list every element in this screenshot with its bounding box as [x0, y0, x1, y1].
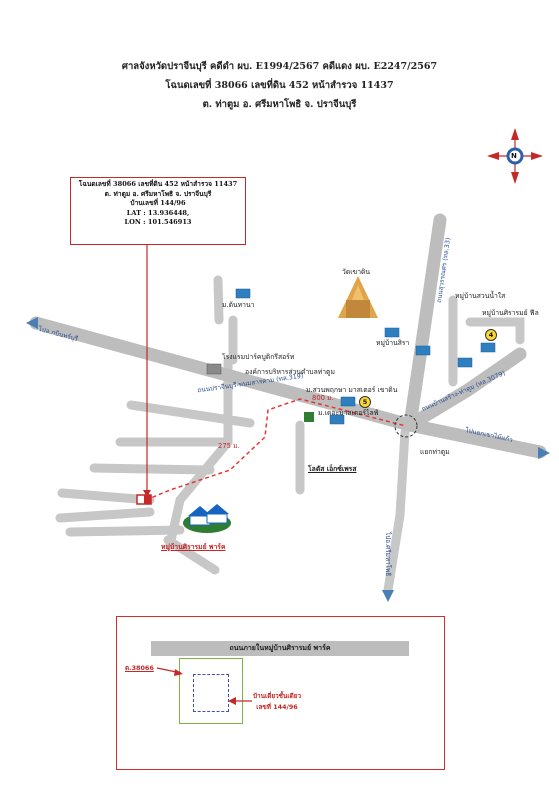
info-line-2: ต. ท่าตูม อ. ศรีมหาโพธิ จ. ปราจีนบุรี	[104, 189, 212, 198]
inset-house-outline	[193, 674, 229, 712]
header-line-1: ศาลจังหวัดปราจีนบุรี คดีดำ ผบ. E1994/256…	[121, 61, 438, 72]
label-hotel: โรงแรมปาร์คบูติกรีสอร์ท	[222, 353, 295, 361]
badge-5: 5	[359, 396, 371, 408]
inset-arrows	[156, 667, 252, 705]
location-info-box: โฉนดเลขที่ 38066 เลขที่ดิน 452 หน้าสำรวจ…	[70, 177, 246, 245]
info-line-1: โฉนดเลขที่ 38066 เลขที่ดิน 452 หน้าสำรวจ…	[78, 180, 238, 188]
label-lotus: โลตัส เอ็กซ์เพรส	[308, 465, 357, 473]
road-label-to-si-maha-phot: ไปอ.ศรีมหาโพธิ	[384, 532, 392, 577]
distance-800: 800 ม.	[312, 394, 334, 402]
village-icon	[183, 504, 231, 533]
inset-house-label: บ้านเดี่ยวชั้นเดียว เลขที่ 144/96	[253, 691, 301, 713]
minor-roads	[55, 275, 525, 595]
lotus-icon	[304, 412, 314, 422]
inset-detail-box: ถนนภายในหมู่บ้านศิรารมย์ พาร์ค ต.38066 บ…	[116, 616, 445, 770]
direction-arrows	[26, 317, 550, 602]
label-wat: วัดเขาดิน	[342, 268, 371, 276]
info-lat: LAT : 13.936448,	[126, 208, 190, 217]
label-suan-phruksa: ม.สวนพฤกษา มาสเตอร์ เขาดิน	[306, 386, 398, 394]
label-sirarom-feel: หมู่บ้านศิรารมย์ ฟีล	[482, 309, 539, 317]
inset-house-line-1: บ้านเดี่ยวชั้นเดียว	[253, 692, 302, 700]
info-lon: LON : 101.546913	[124, 218, 192, 227]
pointer-arrowhead	[143, 490, 151, 497]
inset-deed-label: ต.38066	[125, 664, 154, 672]
junction-circle	[394, 414, 418, 438]
distance-275: 275 ม.	[218, 442, 240, 450]
inset-house-line-2: เลขที่ 144/96	[256, 703, 298, 711]
inset-road-label: ถนนภายในหมู่บ้านศิรารมย์ พาร์ค	[229, 644, 331, 652]
label-subject-village: หมู่บ้านศิรารมย์ พาร์ค	[161, 543, 226, 551]
route-line	[145, 398, 407, 501]
label-mu-ban-sira: หมู่บ้านสิรา	[376, 339, 410, 347]
compass-letter: N	[511, 152, 517, 160]
info-line-3: บ้านเลขที่ 144/96	[130, 199, 186, 208]
inset-parcel	[179, 658, 243, 724]
label-suan-nam-sai: หมู่บ้านสวนน้ำใส	[455, 292, 506, 300]
temple-icon	[338, 276, 378, 318]
label-mu-khun-thana: ม.ต้นทานา	[222, 301, 255, 309]
compass-rose	[487, 128, 543, 184]
header-line-3: ต. ท่าตูม อ. ศรีมหาโพธิ จ. ปราจีนบุรี	[202, 99, 357, 110]
house-icons	[206, 288, 496, 425]
main-highway	[29, 213, 547, 459]
label-obt: องค์การบริหารส่วนตำบลท่าตูม	[245, 368, 335, 376]
badge-4: 4	[485, 329, 497, 341]
header-line-2: โฉนดเลขที่ 38066 เลขที่ดิน 452 หน้าสำรวจ…	[165, 80, 394, 91]
label-junction: แยกท่าตูม	[420, 448, 450, 456]
label-de-ma: ม.เดอะมาสเตอร์ไลฟ์	[318, 409, 379, 417]
inset-road: ถนนภายในหมู่บ้านศิรารมย์ พาร์ค	[151, 641, 409, 656]
